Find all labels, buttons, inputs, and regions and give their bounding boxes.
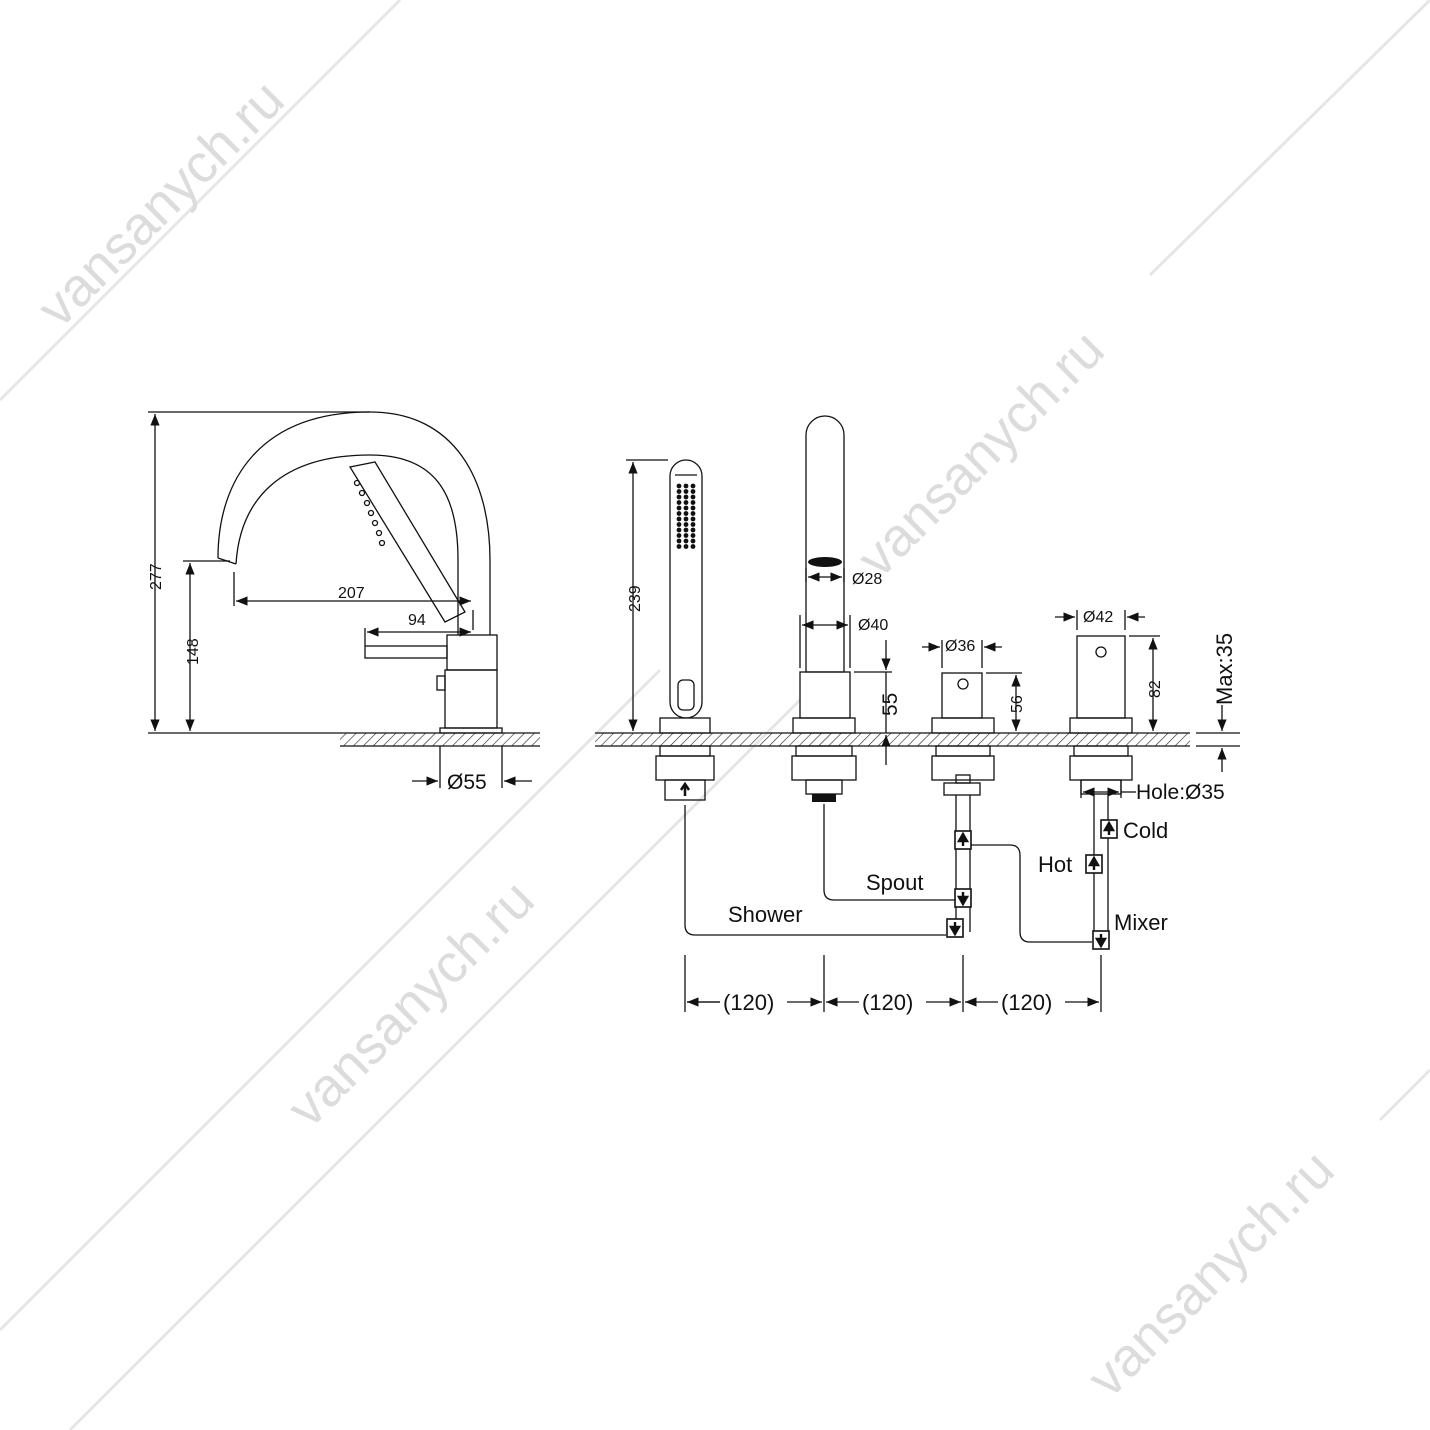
hose-connector [954,888,972,908]
nozzle-dot [676,511,682,516]
hose-connector [1100,819,1118,839]
nozzle-dot [676,505,682,511]
diverter-valve: Ø36 56 [922,638,1026,932]
side-view: 277 148 207 94 Ø55 [148,411,532,794]
nozzle-dot [683,489,689,494]
dim-spout-top-diameter: Ø28 [852,571,882,588]
nozzle-dot [690,538,696,544]
watermark-text: vansanych.ru [26,69,296,339]
label-cold: Cold [1123,818,1168,843]
watermark-text: vansanych.ru [846,319,1116,589]
nozzle-dot [683,522,689,527]
dim-mixer-diameter: Ø42 [1083,609,1113,626]
dim-spacing-3: (120) [1001,990,1052,1015]
dim-spout-base-height: 55 [879,693,902,716]
nozzle-dot [683,538,689,544]
spout: Ø28 Ø40 55 [791,415,902,802]
nozzle-dot [676,544,682,549]
hose-connector [1092,930,1110,950]
nozzle-dot [690,505,696,511]
nozzle-dot [690,483,696,489]
hose-connector [954,830,972,850]
nozzle-dot [690,494,696,500]
nozzle-dot [676,489,682,494]
nozzle-dot [690,511,696,516]
nozzle-dot [676,538,682,544]
nozzle-dot [683,494,689,500]
watermark-text: vansanych.ru [276,869,546,1139]
nozzle-dot [683,516,689,522]
label-spout: Spout [866,870,924,895]
nozzle-dot [676,533,682,538]
nozzle-dot [683,527,689,533]
dim-shower-height: 239 [627,585,644,612]
nozzle-dot [690,544,696,549]
deck-plate-front [595,732,1190,747]
dim-base-diameter: Ø55 [447,771,487,794]
dim-total-height: 277 [148,563,165,590]
dim-valve-height: 56 [1009,695,1026,713]
nozzle-dot [690,489,696,494]
nozzle-dot [683,483,689,489]
watermark-text: vansanych.ru [1076,1139,1346,1409]
nozzle-dot [676,483,682,489]
nozzle-dot [676,500,682,505]
shower-nozzles [676,483,696,549]
nozzle-dot [676,516,682,522]
dim-spout-base-diameter: Ø40 [858,617,888,634]
label-shower: Shower [728,902,803,927]
dim-handle-reach: 94 [408,612,426,629]
spacing-dimensions: (120) (120) (120) [684,955,1102,1015]
dim-spout-reach: 207 [338,585,365,602]
hose-connector [946,918,964,938]
dim-hole-diameter: Hole:Ø35 [1136,781,1225,804]
nozzle-dot [683,505,689,511]
dim-spacing-2: (120) [862,990,913,1015]
mixer-control: Ø42 82 Max:35 Hole:Ø35 [1055,609,1240,932]
dim-spacing-1: (120) [723,990,774,1015]
hand-shower: 239 [626,459,715,801]
hose-connections [684,804,1118,950]
label-mixer: Mixer [1114,910,1168,935]
dim-spout-height: 148 [185,638,202,665]
nozzle-dot [676,494,682,500]
nozzle-dot [676,527,682,533]
dim-valve-diameter: Ø36 [945,638,975,655]
deck-plate-side [330,732,540,747]
shower-head-holes [353,479,386,547]
nozzle-dot [683,511,689,516]
nozzle-dot [690,522,696,527]
hose-connector [1085,854,1103,874]
nozzle-dot [683,500,689,505]
nozzle-dot [690,527,696,533]
label-hot: Hot [1038,852,1072,877]
nozzle-dot [683,533,689,538]
nozzle-dot [690,516,696,522]
nozzle-dot [690,533,696,538]
dim-deck-max: Max:35 [1212,633,1237,705]
nozzle-dot [683,544,689,549]
nozzle-dot [690,500,696,505]
nozzle-dot [676,522,682,527]
dim-mixer-height: 82 [1147,680,1164,698]
